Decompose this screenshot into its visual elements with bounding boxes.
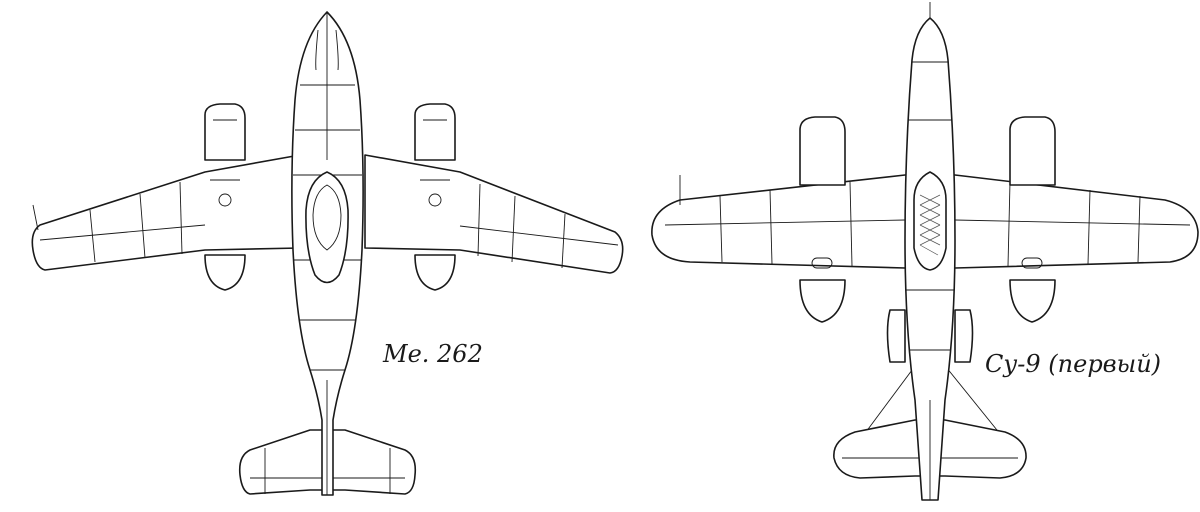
su9-caption: Су-9 (первый) <box>985 350 1162 378</box>
me262-right-nacelle <box>414 103 456 161</box>
su9-canopy <box>913 171 947 271</box>
su9-bracing-wires <box>859 361 1006 441</box>
me262-drawing <box>31 11 624 496</box>
su9-right-nacelle <box>1009 116 1056 186</box>
me262-canopy <box>305 171 349 284</box>
su9-fuselage-panels <box>906 2 954 500</box>
me262-left-nacelle <box>204 103 246 161</box>
me262-wing-panels <box>32 181 619 269</box>
me262-caption: Me. 262 <box>383 340 483 368</box>
su9-left-nacelle <box>799 116 846 186</box>
su9-wing-panels <box>664 175 1191 267</box>
me262-fuselage-panels <box>293 12 362 495</box>
su9-drawing <box>651 2 1199 501</box>
me262-left-wing <box>31 154 301 271</box>
me262-right-wing <box>364 154 624 274</box>
